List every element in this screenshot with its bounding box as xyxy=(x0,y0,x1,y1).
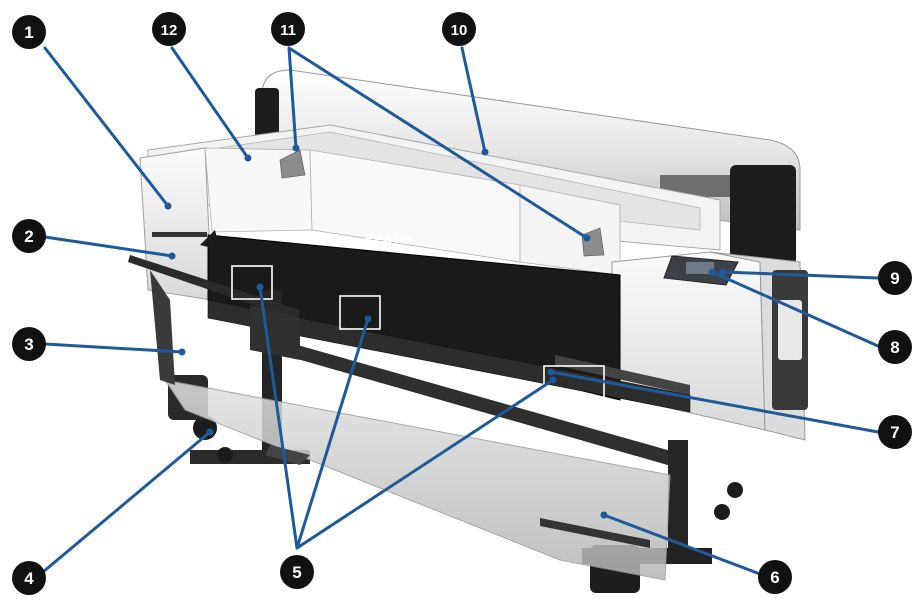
svg-text:7: 7 xyxy=(890,423,899,442)
callout-1-endpoint xyxy=(164,202,172,210)
callout-9: 9 xyxy=(878,261,912,295)
svg-text:8: 8 xyxy=(890,338,899,357)
callout-10-line xyxy=(460,46,487,154)
callout-12-line xyxy=(170,46,250,160)
callout-9-line xyxy=(721,270,880,280)
callout-5-line-b xyxy=(295,317,370,550)
callout-endpoints xyxy=(164,144,727,519)
callout-11-endpoint-a xyxy=(292,144,300,152)
callout-3-line xyxy=(43,342,184,354)
callout-7: 7 xyxy=(878,415,912,449)
callout-12: 12 xyxy=(152,12,186,46)
callout-10-endpoint xyxy=(481,148,489,156)
callout-5-endpoint-a xyxy=(256,283,264,291)
callout-8: 8 xyxy=(878,330,912,364)
callout-lines xyxy=(41,46,880,576)
callout-8-line xyxy=(710,270,880,348)
callout-4-endpoint xyxy=(206,428,214,436)
callout-6-line xyxy=(602,513,762,576)
callout-8-endpoint xyxy=(708,268,716,276)
callout-badges: 1 2 3 4 5 6 7 8 xyxy=(12,12,912,595)
callout-11-line-a xyxy=(287,46,298,150)
svg-text:9: 9 xyxy=(890,269,899,288)
callout-1: 1 xyxy=(12,15,46,49)
callout-12-endpoint xyxy=(244,154,252,162)
svg-text:6: 6 xyxy=(770,568,779,587)
svg-text:5: 5 xyxy=(292,563,301,582)
svg-text:3: 3 xyxy=(24,335,33,354)
callout-9-endpoint xyxy=(719,268,727,276)
callout-5-line-c xyxy=(295,378,555,550)
svg-text:10: 10 xyxy=(451,22,468,39)
callout-5-endpoint-c xyxy=(549,376,557,384)
brand-label: EPSON xyxy=(365,231,413,246)
callout-11: 11 xyxy=(271,12,305,46)
svg-text:2: 2 xyxy=(24,227,33,246)
callout-5-endpoint-b xyxy=(364,315,372,323)
callout-2-endpoint xyxy=(168,252,176,260)
callout-11-line-b xyxy=(287,46,589,240)
svg-text:4: 4 xyxy=(24,569,34,588)
callout-5: 5 xyxy=(280,555,314,589)
svg-text:1: 1 xyxy=(24,23,33,42)
callout-6: 6 xyxy=(758,560,792,594)
svg-text:12: 12 xyxy=(161,22,178,39)
paper-basket xyxy=(128,255,690,581)
callout-7-line xyxy=(549,370,880,434)
callout-4: 4 xyxy=(12,561,46,595)
callout-3-endpoint xyxy=(178,348,186,356)
callout-1-line xyxy=(43,46,170,208)
callout-2-line xyxy=(43,235,174,258)
callout-2: 2 xyxy=(12,219,46,253)
callout-7-endpoint xyxy=(547,368,555,376)
callout-4-line xyxy=(41,430,212,574)
callout-6-endpoint xyxy=(600,511,608,519)
callout-10: 10 xyxy=(442,12,476,46)
callout-11-endpoint-b xyxy=(583,234,591,242)
callout-5-line-a xyxy=(258,285,299,550)
svg-text:11: 11 xyxy=(280,22,296,39)
callout-3: 3 xyxy=(12,327,46,361)
